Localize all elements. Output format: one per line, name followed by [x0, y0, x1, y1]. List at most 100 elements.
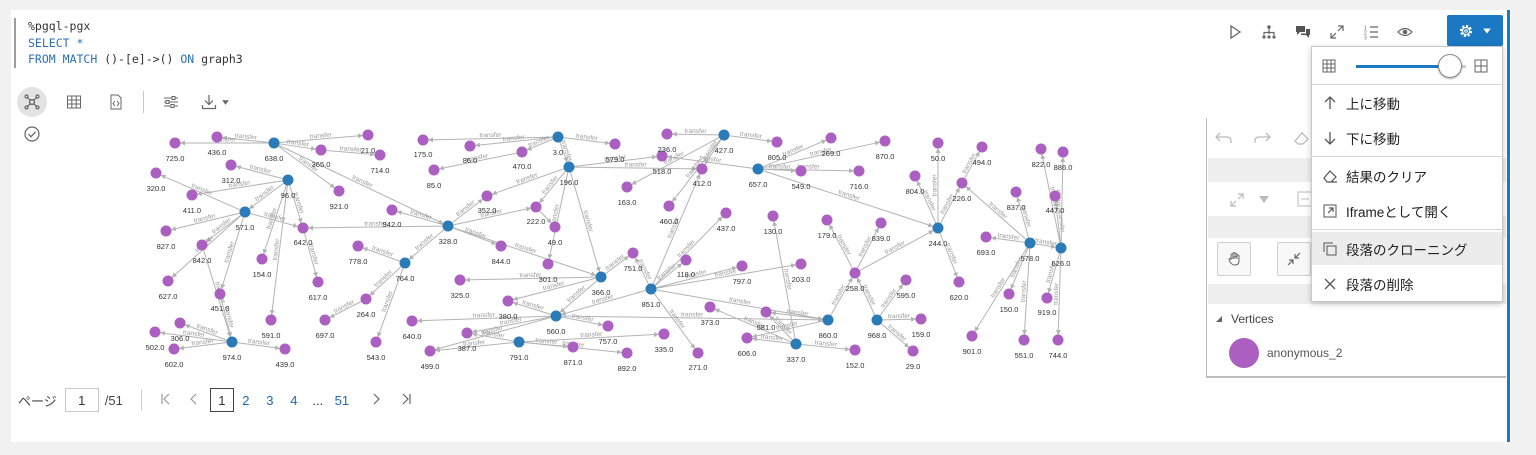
edge[interactable] [829, 224, 853, 269]
vertex[interactable] [609, 138, 621, 150]
fit-icon[interactable] [1229, 192, 1245, 208]
vertex[interactable] [362, 129, 374, 141]
vertex[interactable] [1052, 334, 1064, 346]
edge[interactable] [237, 342, 281, 351]
table-view-button[interactable] [59, 87, 89, 117]
vertex[interactable] [1041, 292, 1053, 304]
edge[interactable] [1055, 253, 1062, 336]
edge[interactable] [279, 143, 317, 151]
vertex[interactable] [168, 343, 180, 355]
vertex[interactable] [680, 254, 692, 266]
edge[interactable] [769, 315, 793, 341]
width-slider[interactable] [1356, 54, 1466, 78]
menu-clone-paragraph[interactable]: 段落のクローニング [1312, 232, 1502, 265]
edge[interactable] [220, 299, 232, 338]
edge[interactable] [434, 316, 551, 351]
vertex[interactable] [454, 274, 466, 286]
vertex[interactable] [900, 274, 912, 286]
visibility-button[interactable] [1388, 16, 1422, 48]
menu-move-down[interactable]: 下に移動 [1312, 121, 1502, 154]
edge[interactable] [474, 137, 553, 148]
edge[interactable] [1060, 156, 1066, 243]
vertex[interactable] [627, 247, 639, 259]
edge[interactable] [671, 131, 719, 137]
vertex[interactable] [692, 347, 704, 359]
edge[interactable] [656, 266, 738, 289]
edge[interactable] [269, 185, 288, 316]
vertex[interactable] [771, 136, 783, 148]
vertex[interactable] [718, 129, 730, 141]
edge[interactable] [671, 139, 722, 203]
edge[interactable] [1022, 248, 1031, 336]
edge[interactable] [635, 257, 649, 285]
vertex[interactable] [268, 137, 280, 149]
page-input[interactable] [64, 388, 99, 412]
edge[interactable] [772, 220, 796, 339]
edge[interactable] [160, 174, 241, 211]
vertex[interactable] [980, 231, 992, 243]
vertex[interactable] [516, 146, 528, 158]
edge[interactable] [512, 301, 551, 315]
edge[interactable] [526, 138, 554, 151]
edge[interactable] [178, 342, 227, 351]
vertex[interactable] [663, 200, 675, 212]
vertex[interactable] [741, 332, 753, 344]
edge[interactable] [605, 255, 630, 275]
edge[interactable] [377, 267, 404, 338]
vertex[interactable] [279, 343, 291, 355]
vertex[interactable] [795, 165, 807, 177]
vertex[interactable] [399, 257, 411, 269]
vertex[interactable] [417, 134, 429, 146]
vertex[interactable] [513, 336, 525, 348]
vertex[interactable] [821, 214, 833, 226]
edge[interactable] [882, 316, 917, 322]
vertex[interactable] [495, 240, 507, 252]
vertex[interactable] [186, 189, 198, 201]
vertex[interactable] [265, 314, 277, 326]
vertex[interactable] [360, 293, 372, 305]
edge[interactable] [303, 233, 318, 278]
vertex[interactable] [645, 283, 657, 295]
vertex[interactable] [822, 314, 834, 326]
edge[interactable] [396, 210, 443, 225]
vertex[interactable] [595, 271, 607, 283]
edge[interactable] [1035, 243, 1057, 249]
edge[interactable] [801, 344, 851, 352]
edge[interactable] [563, 137, 611, 146]
vertex[interactable] [1024, 237, 1036, 249]
edge[interactable] [1053, 200, 1061, 243]
edge[interactable] [170, 212, 240, 232]
page-number-2[interactable]: 2 [242, 392, 250, 408]
edge[interactable] [326, 149, 376, 157]
vertex[interactable] [239, 206, 251, 218]
edge[interactable] [559, 280, 598, 313]
vertex[interactable] [149, 326, 161, 338]
vertex[interactable] [752, 163, 764, 175]
edge[interactable] [362, 247, 400, 262]
vertex[interactable] [871, 314, 883, 326]
edge[interactable] [561, 315, 824, 323]
vertex[interactable] [853, 165, 865, 177]
download-button[interactable] [198, 87, 232, 117]
undo-icon[interactable] [1215, 130, 1233, 146]
vertex[interactable] [736, 260, 748, 272]
legend-item[interactable]: anonymous_2 [1229, 338, 1342, 368]
vertices-section-header[interactable]: Vertices [1215, 312, 1274, 326]
edge[interactable] [159, 330, 227, 342]
edge[interactable] [184, 324, 228, 341]
edge[interactable] [1016, 196, 1030, 238]
menu-open-iframe[interactable]: Iframeとして開く [1312, 194, 1502, 227]
vertex[interactable] [953, 276, 965, 288]
vertex[interactable] [225, 159, 237, 171]
edge[interactable] [249, 182, 284, 210]
edge[interactable] [574, 154, 658, 167]
edge[interactable] [751, 336, 791, 344]
source-view-button[interactable] [101, 87, 131, 117]
edge[interactable] [751, 320, 823, 339]
edge[interactable] [279, 133, 364, 144]
edge[interactable] [990, 235, 1025, 243]
edge[interactable] [453, 227, 597, 277]
edge[interactable] [1047, 253, 1060, 294]
